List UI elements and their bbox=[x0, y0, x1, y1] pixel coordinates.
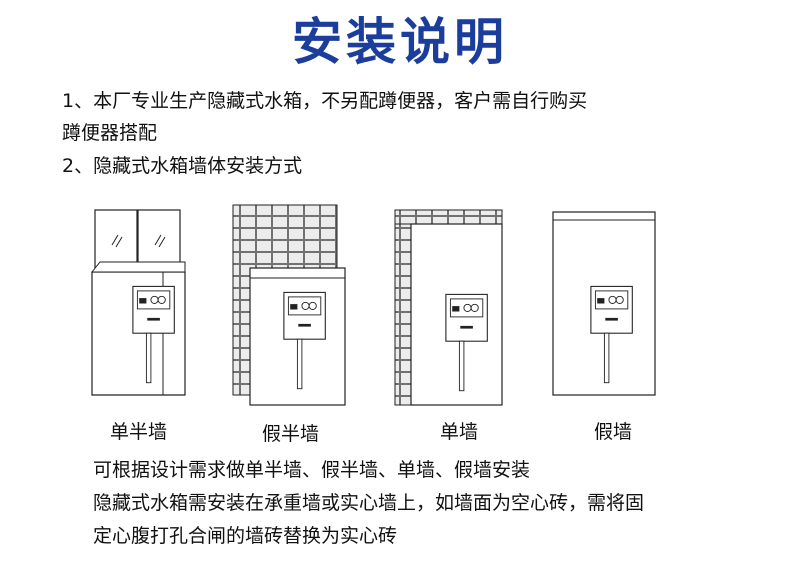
label-false-wall: 假墙 bbox=[594, 421, 633, 443]
diagram-single-wall bbox=[394, 209, 503, 406]
note-line-1: 可根据设计需求做单半墙、假半墙、单墙、假墙安装 bbox=[93, 459, 531, 481]
note-line-2: 隐藏式水箱需安装在承重墙或实心墙上，如墙面为空心砖，需将固 bbox=[93, 492, 645, 514]
intro-line-1: 1、本厂专业生产隐藏式水箱，不另配蹲便器，客户需自行购买 bbox=[62, 90, 588, 112]
intro-line-2: 蹲便器搭配 bbox=[62, 122, 158, 144]
diagram-false-half-wall bbox=[232, 204, 346, 406]
diagram-single-half-wall bbox=[90, 209, 186, 396]
page-title: 安装说明 bbox=[292, 13, 508, 71]
intro-line-3: 2、隐藏式水箱墙体安装方式 bbox=[62, 155, 303, 177]
label-single-wall: 单墙 bbox=[440, 421, 479, 443]
label-single-half-wall: 单半墙 bbox=[110, 421, 168, 443]
label-false-half-wall: 假半墙 bbox=[262, 423, 320, 445]
note-line-3: 定心腹打孔合闸的墙砖替换为实心砖 bbox=[93, 525, 398, 547]
diagram-false-wall bbox=[552, 211, 656, 396]
